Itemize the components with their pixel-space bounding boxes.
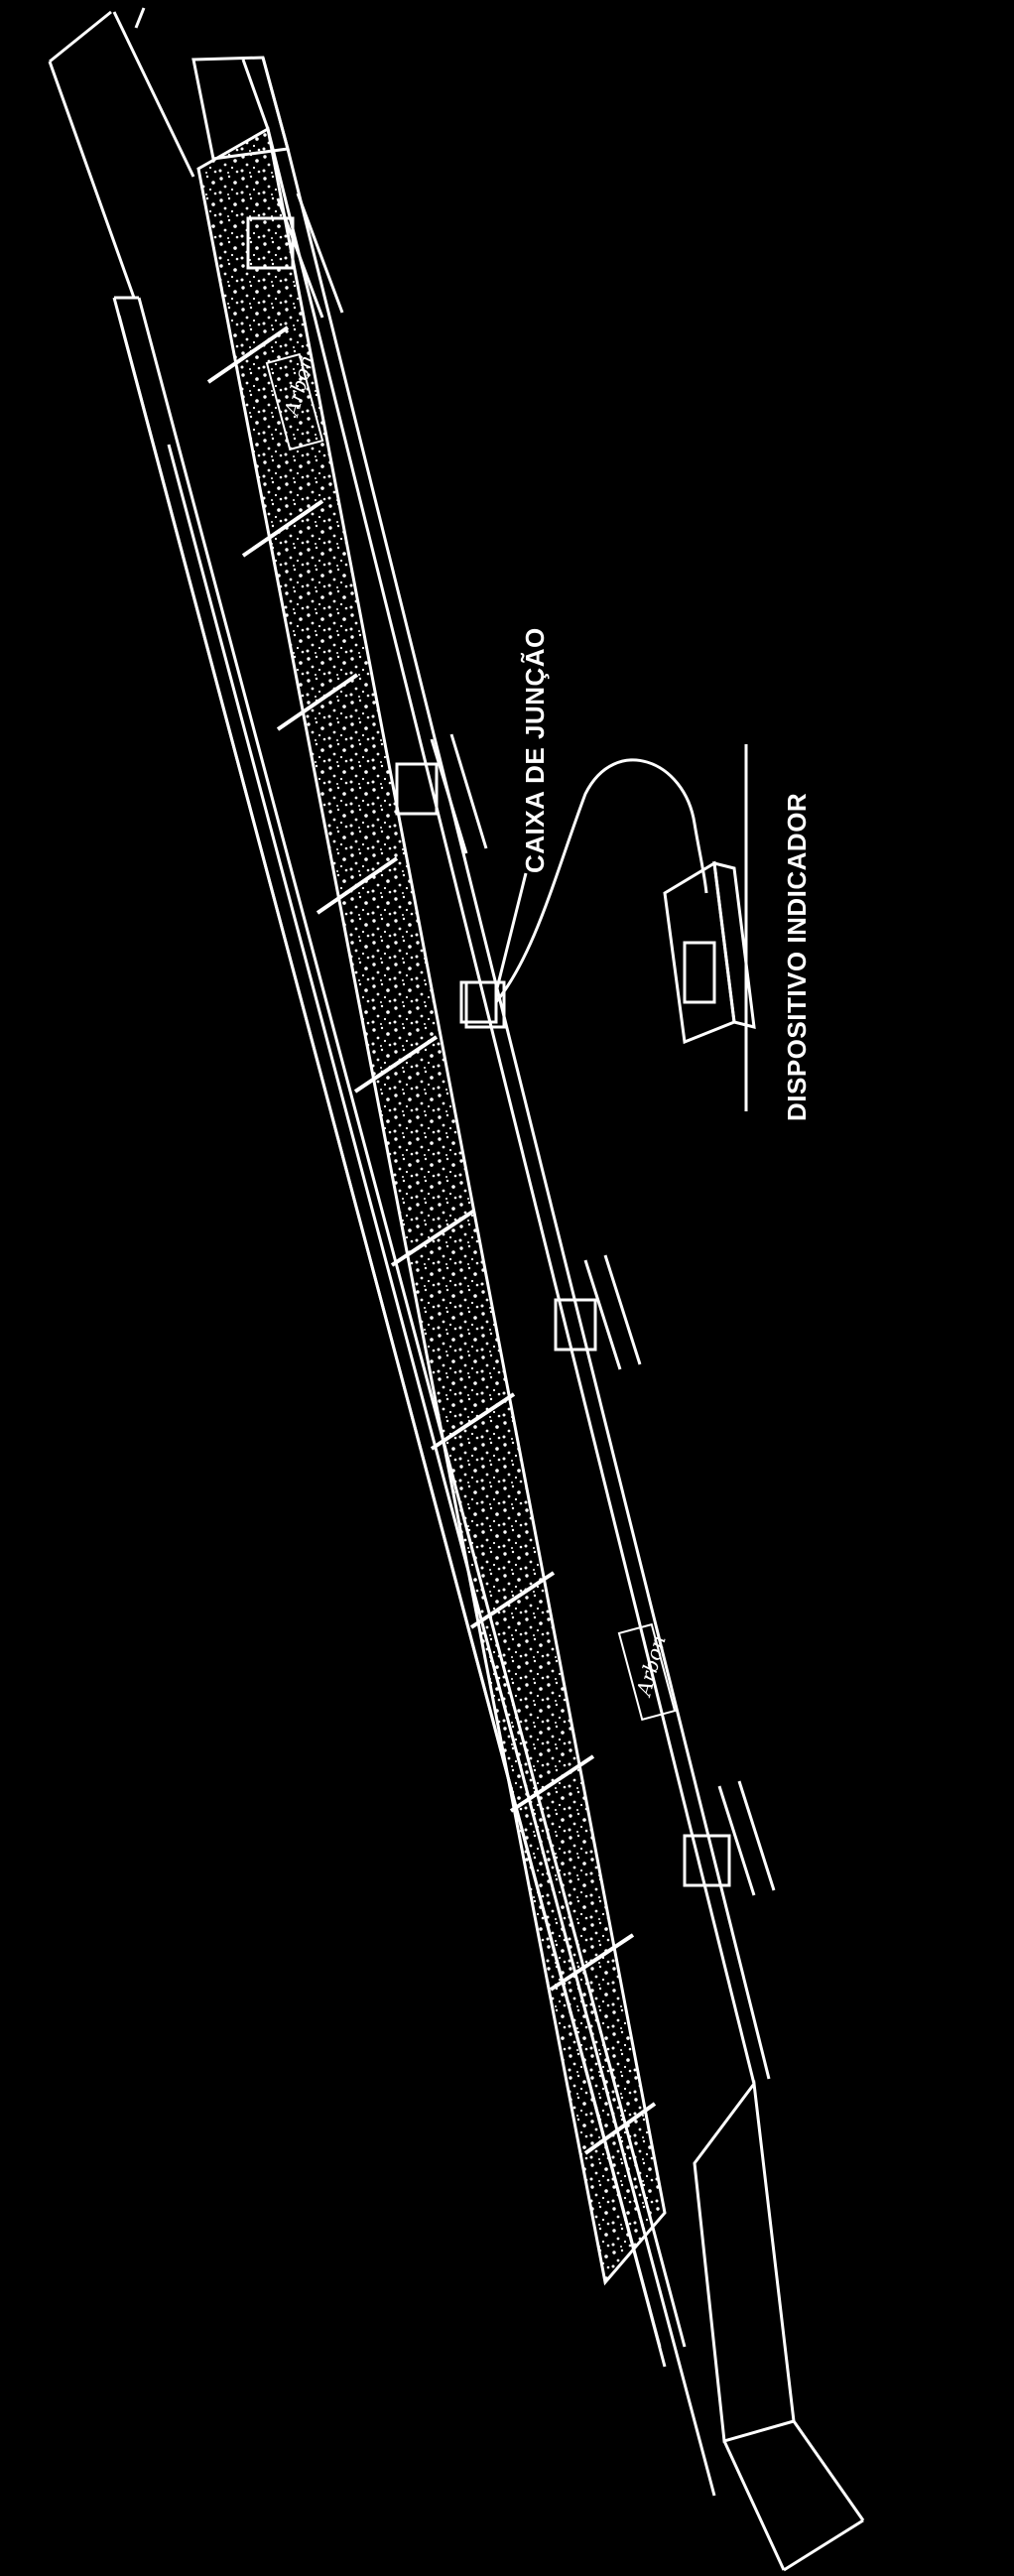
top-approach-ramp: [48, 7, 195, 299]
junction-box-label: CAIXA DE JUNÇÃO: [520, 627, 550, 873]
scale-platform: [196, 126, 667, 2286]
junction-cable: [494, 758, 708, 1003]
indicator-device: [663, 860, 756, 1045]
load-cell-4: [554, 1254, 642, 1370]
platform-side-beam: [191, 56, 771, 2085]
bottom-approach-ramp: [693, 2080, 865, 2572]
load-cell-1: [246, 193, 344, 319]
load-cell-5: [683, 1780, 776, 1896]
indicator-device-label: DISPOSITIVO INDICADOR: [782, 793, 812, 1121]
load-cell-2: [395, 733, 488, 854]
